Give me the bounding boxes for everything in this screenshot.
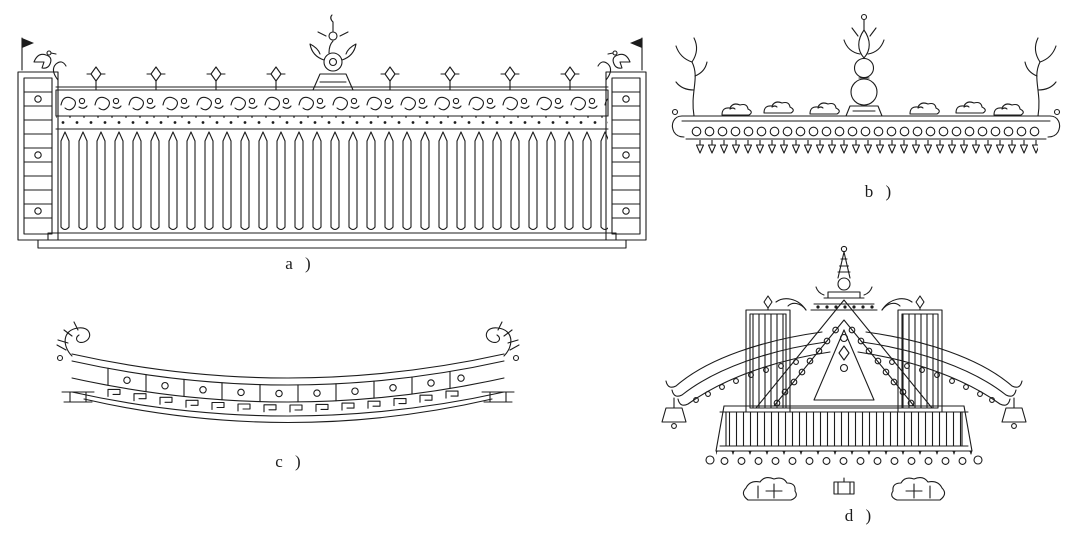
floral-panel-band: [107, 367, 465, 403]
base-rail: [37, 239, 627, 249]
saddle-ridge-drawing-c: [56, 321, 520, 423]
right-bell: [1001, 397, 1027, 429]
cornice: [810, 303, 878, 311]
meander-band: [107, 388, 459, 413]
figure-c-caption: c ): [275, 452, 305, 471]
frieze-scroll-band: [55, 89, 609, 117]
scallop-row: [56, 116, 608, 129]
figure-d-caption: d ): [844, 506, 876, 525]
left-eave: [665, 331, 831, 406]
left-bell: [661, 397, 687, 429]
left-curl-ornament: [775, 298, 807, 311]
figure-a: [8, 10, 656, 258]
right-post: [605, 71, 647, 241]
ridge-rails: [681, 115, 1051, 122]
circle-band: [690, 124, 1042, 139]
vertical-slats: [56, 129, 608, 233]
right-cloud-foot: [891, 476, 946, 501]
figure-a-caption: a ): [285, 254, 315, 273]
right-corner-ornament: [597, 37, 643, 81]
balustrade-ridge-drawing-a: [17, 14, 647, 249]
left-end-sprig: [671, 37, 708, 138]
ridge-curves: [71, 353, 505, 423]
left-corner-ornament: [21, 37, 67, 81]
figure-c: [24, 316, 552, 452]
center-bracket: [833, 477, 855, 495]
central-finial: [309, 14, 357, 91]
pediment-triangle: [755, 299, 933, 409]
base-ledge: [47, 232, 617, 241]
pediment-drawing-d: [661, 245, 1027, 501]
left-cloud-foot: [742, 476, 797, 501]
gourd-finial-ridge-drawing-b: [671, 13, 1061, 156]
bead-scallop-row: [705, 451, 983, 473]
figure-b-caption: b ): [864, 182, 896, 201]
right-eave: [857, 331, 1023, 406]
gourd-lotus-finial: [843, 13, 885, 117]
fringe-row: [694, 140, 1038, 156]
right-end-sprig: [1024, 37, 1061, 138]
left-post: [17, 71, 59, 241]
batten-band: [715, 405, 973, 452]
figure-b: [664, 6, 1068, 182]
right-curl-ornament: [881, 298, 913, 311]
figure-d: [646, 238, 1042, 520]
stupa-finial: [815, 245, 873, 299]
